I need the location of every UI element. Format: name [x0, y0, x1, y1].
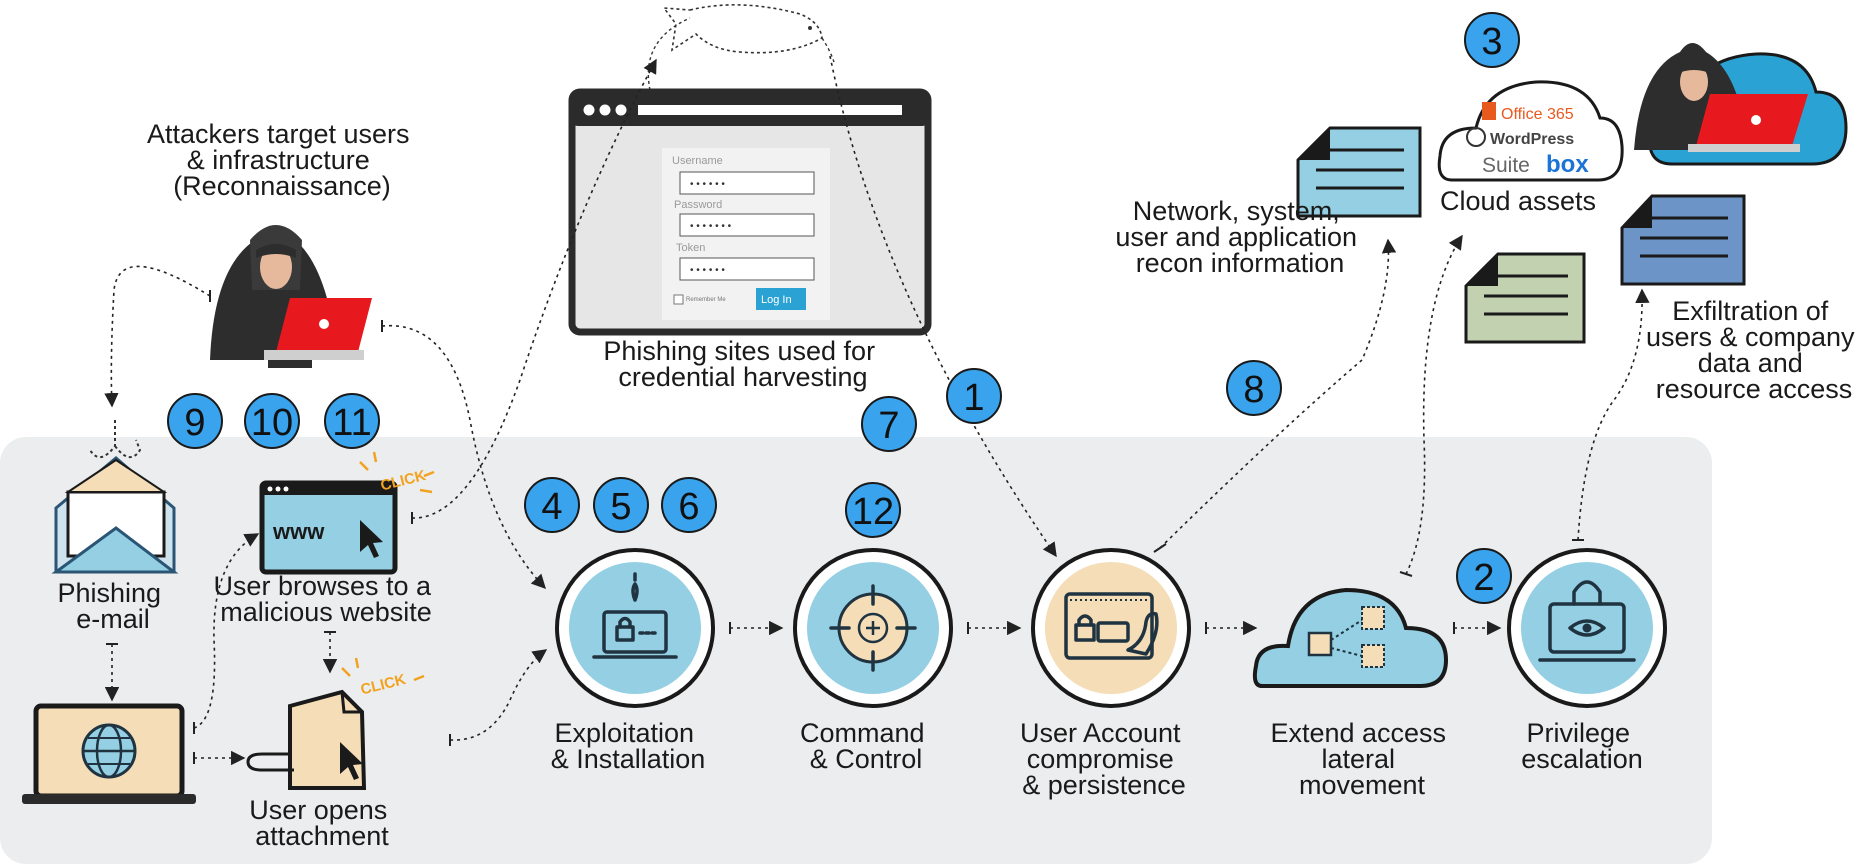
attachment-document-icon: [288, 689, 367, 790]
step-badge-12: 12: [845, 482, 901, 538]
green-document-icon: [1464, 252, 1586, 344]
svg-text:• • • • • • •: • • • • • • •: [690, 221, 732, 232]
credential-card-icon: [1064, 592, 1159, 660]
recon-document-icon: [1296, 126, 1422, 218]
step-badge-5: 5: [593, 477, 649, 533]
box-text: box: [1546, 151, 1589, 178]
phishing-email-label: Phishing e-mail: [57, 578, 168, 634]
step-badge-1: 1: [946, 368, 1002, 424]
hook-icon: [89, 420, 142, 458]
password-field[interactable]: [679, 213, 815, 237]
stage-label-exploitation: Exploitation & Installation: [551, 718, 706, 774]
step-badge-8: 8: [1226, 360, 1282, 416]
www-text: www: [272, 519, 325, 544]
attacker-cloud-icon: [1634, 43, 1848, 166]
svg-text:6: 6: [678, 486, 699, 528]
svg-text:11: 11: [332, 402, 371, 444]
svg-text:• • • • • •: • • • • • •: [690, 179, 725, 190]
recon-info-label: Network, system, user and application re…: [1115, 196, 1364, 278]
attacker-hacker-icon: [210, 225, 372, 368]
stage-command-control: [793, 548, 953, 708]
svg-text:4: 4: [541, 486, 562, 528]
svg-text:1: 1: [963, 377, 984, 419]
token-field[interactable]: [679, 257, 815, 281]
paperclip-icon: [246, 752, 294, 772]
svg-text:2: 2: [1473, 557, 1494, 599]
username-label: Username: [672, 155, 723, 167]
step-badge-11: 11: [324, 393, 380, 449]
svg-text:9: 9: [184, 402, 205, 444]
office-icon: [1482, 102, 1496, 120]
phishing-sites-label: Phishing sites used for credential harve…: [603, 336, 882, 392]
token-label: Token: [676, 242, 705, 254]
crosshair-icon: [829, 584, 917, 672]
stage-exploitation: [555, 548, 715, 708]
step-badge-4: 4: [524, 477, 580, 533]
step-badge-2: 2: [1456, 548, 1512, 604]
svg-text:3: 3: [1481, 21, 1502, 63]
stage-lateral-movement: [1252, 587, 1449, 688]
opens-attachment-label: User opens attachment: [249, 795, 395, 851]
step-badge-3: 3: [1464, 12, 1520, 68]
cloud-assets-cloud: Office 365 WordPress Suite box: [1437, 80, 1624, 182]
username-field[interactable]: [679, 171, 815, 195]
step-badges: 1 2 3 4 5 6 7 8 9 10 11 12: [167, 12, 1520, 604]
svg-text:12: 12: [852, 491, 894, 533]
bomb-laptop-icon: [592, 572, 678, 659]
network-cloud-icon: [1252, 587, 1449, 688]
stage-label-lateral-movement: Extend access lateral movement: [1270, 718, 1453, 800]
office365-text: Office 365: [1501, 106, 1574, 123]
cloud-assets-label: Cloud assets: [1440, 186, 1596, 216]
svg-text:10: 10: [251, 402, 293, 444]
svg-text:7: 7: [878, 405, 899, 447]
remember-me-checkbox[interactable]: [673, 294, 684, 305]
flow-connectors: [104, 55, 1650, 766]
lock-laptop-icon: [1538, 580, 1636, 662]
step-badge-6: 6: [661, 477, 717, 533]
malicious-website-icon: www: [259, 480, 398, 575]
attackers-label: Attackers target users & infrastructure …: [147, 119, 417, 201]
suite-text: Suite: [1482, 154, 1530, 177]
svg-text:Remember Me: Remember Me: [686, 297, 726, 303]
svg-text:5: 5: [610, 486, 631, 528]
stage-label-privilege-escalation: Privilege escalation: [1521, 718, 1643, 774]
stage-account-compromise: [1031, 548, 1191, 708]
blue-document-icon: [1620, 194, 1746, 286]
svg-text:8: 8: [1243, 369, 1264, 411]
login-button[interactable]: [756, 288, 806, 310]
stage-label-account-compromise: User Account compromise & persistence: [1020, 718, 1188, 800]
svg-text:• • • • • •: • • • • • •: [690, 265, 725, 276]
stage-privilege-escalation: [1507, 548, 1667, 708]
svg-text:Log In: Log In: [761, 294, 792, 306]
login-form: Username • • • • • • Password • • • • • …: [672, 155, 815, 310]
fish-icon: [647, 4, 835, 91]
password-label: Password: [674, 199, 722, 211]
wordpress-icon: [1466, 127, 1486, 147]
exfiltration-label: Exfiltration of users & company data and…: [1646, 296, 1862, 404]
step-badge-7: 7: [861, 396, 917, 452]
envelope-icon: [51, 456, 179, 574]
step-badge-10: 10: [244, 393, 300, 449]
globe-icon: [81, 723, 137, 779]
step-badge-9: 9: [167, 393, 223, 449]
browse-label: User browses to a malicious website: [213, 571, 438, 627]
wordpress-text: WordPress: [1490, 131, 1574, 148]
stage-label-command-control: Command & Control: [800, 718, 932, 774]
